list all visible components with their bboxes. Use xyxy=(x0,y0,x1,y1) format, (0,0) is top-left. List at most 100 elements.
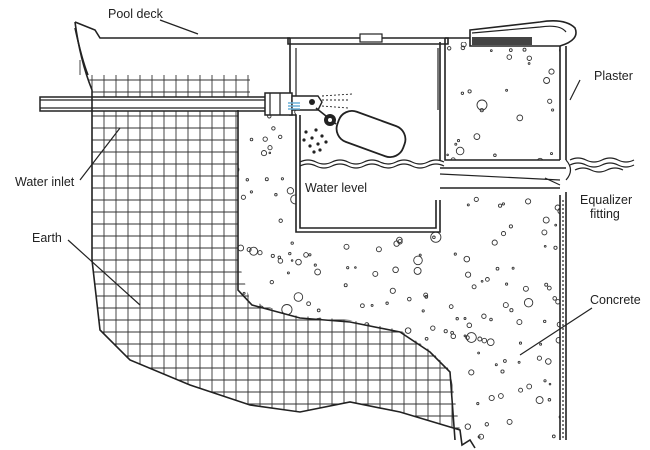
concrete-pebble xyxy=(96,184,104,191)
concrete-pebble xyxy=(542,216,550,224)
concrete-pebble xyxy=(364,93,370,99)
concrete-pebble xyxy=(455,317,459,321)
concrete-pebble xyxy=(337,83,343,90)
concrete-pebble xyxy=(328,126,333,131)
concrete-pebble xyxy=(77,115,80,118)
concrete-pebble xyxy=(143,120,149,126)
concrete-pebble xyxy=(97,177,103,184)
concrete-pebble xyxy=(408,189,412,193)
float-valve-icon xyxy=(291,95,407,158)
concrete-pebble xyxy=(314,268,321,276)
concrete-pebble xyxy=(146,409,150,413)
concrete-pebble xyxy=(255,406,265,417)
concrete-pebble xyxy=(453,252,457,256)
concrete-pebble xyxy=(526,55,532,61)
concrete-pebble xyxy=(463,255,471,263)
concrete-pebble xyxy=(357,95,362,101)
concrete-pebble xyxy=(372,270,379,277)
concrete-pebble xyxy=(375,246,382,253)
autofill-housing xyxy=(287,33,560,233)
concrete-pebble xyxy=(392,266,399,274)
concrete-pebble xyxy=(157,327,162,331)
concrete-pebble xyxy=(373,209,380,217)
concrete-pebble xyxy=(413,266,422,275)
label-equalizer-fitting: fitting xyxy=(590,207,620,221)
concrete-pebble xyxy=(113,361,119,366)
concrete-pebble xyxy=(407,296,412,302)
concrete-pebble xyxy=(455,146,465,156)
concrete-pebble xyxy=(276,330,282,335)
concrete-pebble xyxy=(463,317,467,320)
concrete-pebble xyxy=(465,335,470,340)
concrete-pebble xyxy=(508,224,513,229)
pool-deck-slab xyxy=(74,20,577,76)
concrete-pebble xyxy=(315,57,319,61)
concrete-pebble xyxy=(498,393,504,399)
concrete-pebble xyxy=(141,155,147,161)
concrete-pebble xyxy=(335,371,342,378)
concrete-pebble xyxy=(473,196,479,202)
concrete-pebble xyxy=(132,405,138,411)
concrete-pebble xyxy=(508,48,513,52)
concrete-pebble xyxy=(104,180,109,184)
concrete-pebble xyxy=(249,137,254,142)
concrete-pebble xyxy=(317,384,324,391)
concrete-pebble xyxy=(247,344,254,351)
concrete-pebble xyxy=(456,139,461,143)
concrete-pebble xyxy=(360,303,365,309)
concrete-pebble xyxy=(398,50,405,57)
concrete-pebble xyxy=(536,168,543,175)
concrete-pebble xyxy=(307,204,311,208)
concrete-pebble xyxy=(471,284,477,290)
concrete-pebble xyxy=(404,327,412,334)
concrete-pebble xyxy=(424,70,428,74)
concrete-pebble xyxy=(448,304,454,309)
concrete-pebble xyxy=(139,139,146,146)
concrete-pebble xyxy=(388,416,392,420)
concrete-pebble xyxy=(545,358,552,365)
concrete-pebble xyxy=(249,190,253,194)
concrete-pebble xyxy=(343,243,350,250)
concrete-pebble xyxy=(235,47,239,51)
concrete-pebble xyxy=(171,414,177,421)
concrete-pebble xyxy=(164,425,170,431)
concrete-pebble xyxy=(335,148,341,154)
ground-boundary xyxy=(74,21,476,449)
concrete-pebble xyxy=(353,339,361,346)
concrete-pebble xyxy=(307,352,312,357)
concrete-pebble xyxy=(324,209,330,216)
concrete-pebble xyxy=(372,192,376,196)
concrete-pebble xyxy=(287,375,293,380)
concrete-pebble xyxy=(155,346,162,353)
concrete-pebble xyxy=(422,213,427,217)
concrete-pebble xyxy=(554,204,560,211)
concrete-pebble xyxy=(189,393,195,399)
concrete-pebble xyxy=(243,42,249,48)
concrete-pebble xyxy=(296,388,302,394)
concrete-pebble xyxy=(518,387,524,393)
concrete-pebble xyxy=(505,282,509,286)
pool-water-level xyxy=(569,157,635,173)
concrete-pebble xyxy=(257,250,263,256)
concrete-pebble xyxy=(161,177,169,184)
concrete-pebble xyxy=(133,232,139,238)
concrete-pebble xyxy=(342,84,346,88)
concrete-pebble xyxy=(361,202,366,207)
concrete-pebble xyxy=(135,38,146,48)
spray-droplet xyxy=(312,150,316,154)
concrete-pebble xyxy=(187,357,192,362)
concrete-pebble xyxy=(344,45,349,50)
concrete-pebble xyxy=(219,442,221,444)
concrete-pebble xyxy=(293,385,298,391)
label-concrete: Concrete xyxy=(590,293,641,307)
concrete-pebble xyxy=(205,424,211,430)
concrete-pebble xyxy=(467,89,472,94)
concrete-pebble xyxy=(201,131,208,137)
concrete-pebble xyxy=(116,335,123,342)
concrete-pebble xyxy=(278,134,283,140)
water-spray-icon xyxy=(288,93,353,154)
concrete-pebble xyxy=(130,377,137,384)
concrete-pebble xyxy=(484,422,489,427)
concrete-pebble xyxy=(450,333,457,340)
concrete-pebble xyxy=(163,145,175,157)
